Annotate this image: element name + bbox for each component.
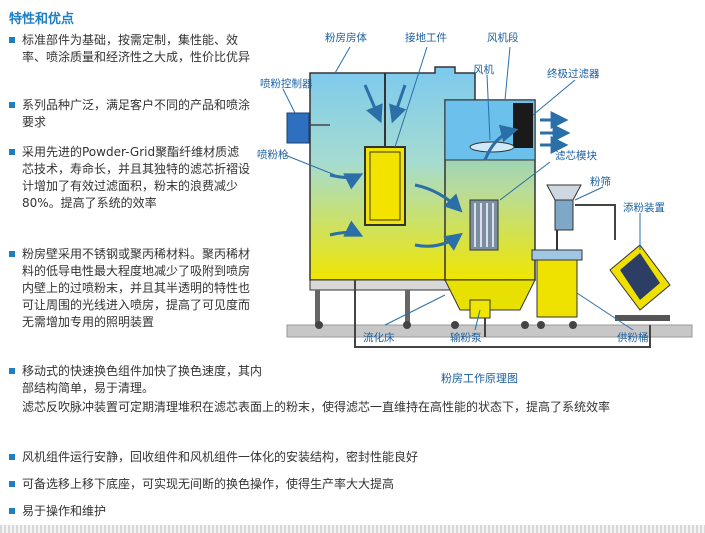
label-fluidized-bed: 流化床 — [363, 331, 395, 344]
label-filter-module: 滤芯模块 — [555, 149, 597, 162]
feature-item-continued: 滤芯反吹脉冲装置可定期清理堆积在滤芯表面上的粉末，使得滤芯一直维持在高性能的状态… — [22, 399, 682, 416]
feature-item: 采用先进的Powder-Grid聚酯纤维材质滤芯技术，寿命长，并且其独特的滤芯折… — [9, 144, 251, 212]
spray-controller — [286, 112, 310, 144]
label-ground: 接地工件 — [405, 31, 447, 44]
booth-leg — [315, 290, 320, 325]
feature-text: 可备选移上移下底座，可实现无间断的换色操作，使得生产率大大提高 — [22, 477, 395, 491]
floor-rail — [286, 324, 693, 338]
feature-item: 风机组件运行安静，回收组件和风机组件一体化的安装结构，密封性能良好 — [9, 449, 682, 466]
footer-divider — [0, 525, 705, 533]
label-hopper: 供粉桶 — [617, 331, 649, 344]
booth-working-principle-diagram: 粉房房体 接地工件 风机段 喷粉控制器 风机 终极过滤器 喷粉枪 滤芯模块 粉筛… — [257, 31, 693, 385]
label-feeder: 添粉装置 — [623, 201, 665, 214]
supply-hopper — [536, 256, 578, 318]
feature-item: 移动式的快速换色组件加快了换色速度，其内部结构简单，易于清理。 — [9, 363, 272, 397]
diagram-caption: 粉房工作原理图 — [441, 372, 518, 385]
feature-item: 可备选移上移下底座，可实现无间断的换色操作，使得生产率大大提高 — [9, 476, 682, 493]
feature-text: 移动式的快速换色组件加快了换色速度，其内部结构简单，易于清理。 — [22, 364, 263, 395]
feature-item: 系列品种广泛，满足客户不同的产品和喷涂要求 — [9, 97, 251, 131]
label-fan: 风机 — [473, 63, 494, 76]
label-final-filter: 终极过滤器 — [547, 67, 600, 80]
feature-text: 风机组件运行安静，回收组件和风机组件一体化的安装结构，密封性能良好 — [22, 450, 419, 464]
feature-text: 标准部件为基础，按需定制，集性能、效率、喷涂质量和经济性之大成，性价比优异 — [22, 33, 251, 64]
feature-item: 易于操作和维护 — [9, 503, 682, 520]
fluidized-bed — [444, 279, 536, 311]
pump-unit — [469, 299, 491, 319]
final-filter-block — [513, 103, 533, 148]
label-booth: 粉房房体 — [325, 31, 367, 44]
feature-text: 粉房壁采用不锈钢或聚丙稀材料。聚丙稀材料的低导电性最大程度地减少了吸附到喷房内壁… — [22, 247, 251, 329]
feature-text: 采用先进的Powder-Grid聚酯纤维材质滤芯技术，寿命长，并且其独特的滤芯折… — [22, 145, 251, 210]
feature-text: 易于操作和维护 — [22, 504, 107, 518]
grounded-workpiece — [364, 146, 406, 226]
section-title: 特性和优点 — [9, 12, 75, 27]
feature-item: 标准部件为基础，按需定制，集性能、效率、喷涂质量和经济性之大成，性价比优异 — [9, 32, 251, 66]
feature-text: 滤芯反吹脉冲装置可定期清理堆积在滤芯表面上的粉末，使得滤芯一直维持在高性能的状态… — [22, 400, 611, 414]
label-gun: 喷粉枪 — [257, 148, 289, 161]
feature-item: 粉房壁采用不锈钢或聚丙稀材料。聚丙稀材料的低导电性最大程度地减少了吸附到喷房内壁… — [9, 246, 251, 331]
airflow-arrows — [329, 84, 571, 251]
label-pump: 输粉泵 — [450, 331, 482, 344]
feature-text: 系列品种广泛，满足客户不同的产品和喷涂要求 — [22, 98, 251, 129]
label-controller: 喷粉控制器 — [260, 77, 313, 90]
label-sieve: 粉筛 — [590, 175, 611, 188]
label-fan-section: 风机段 — [487, 31, 519, 44]
booth-leg — [405, 290, 410, 325]
